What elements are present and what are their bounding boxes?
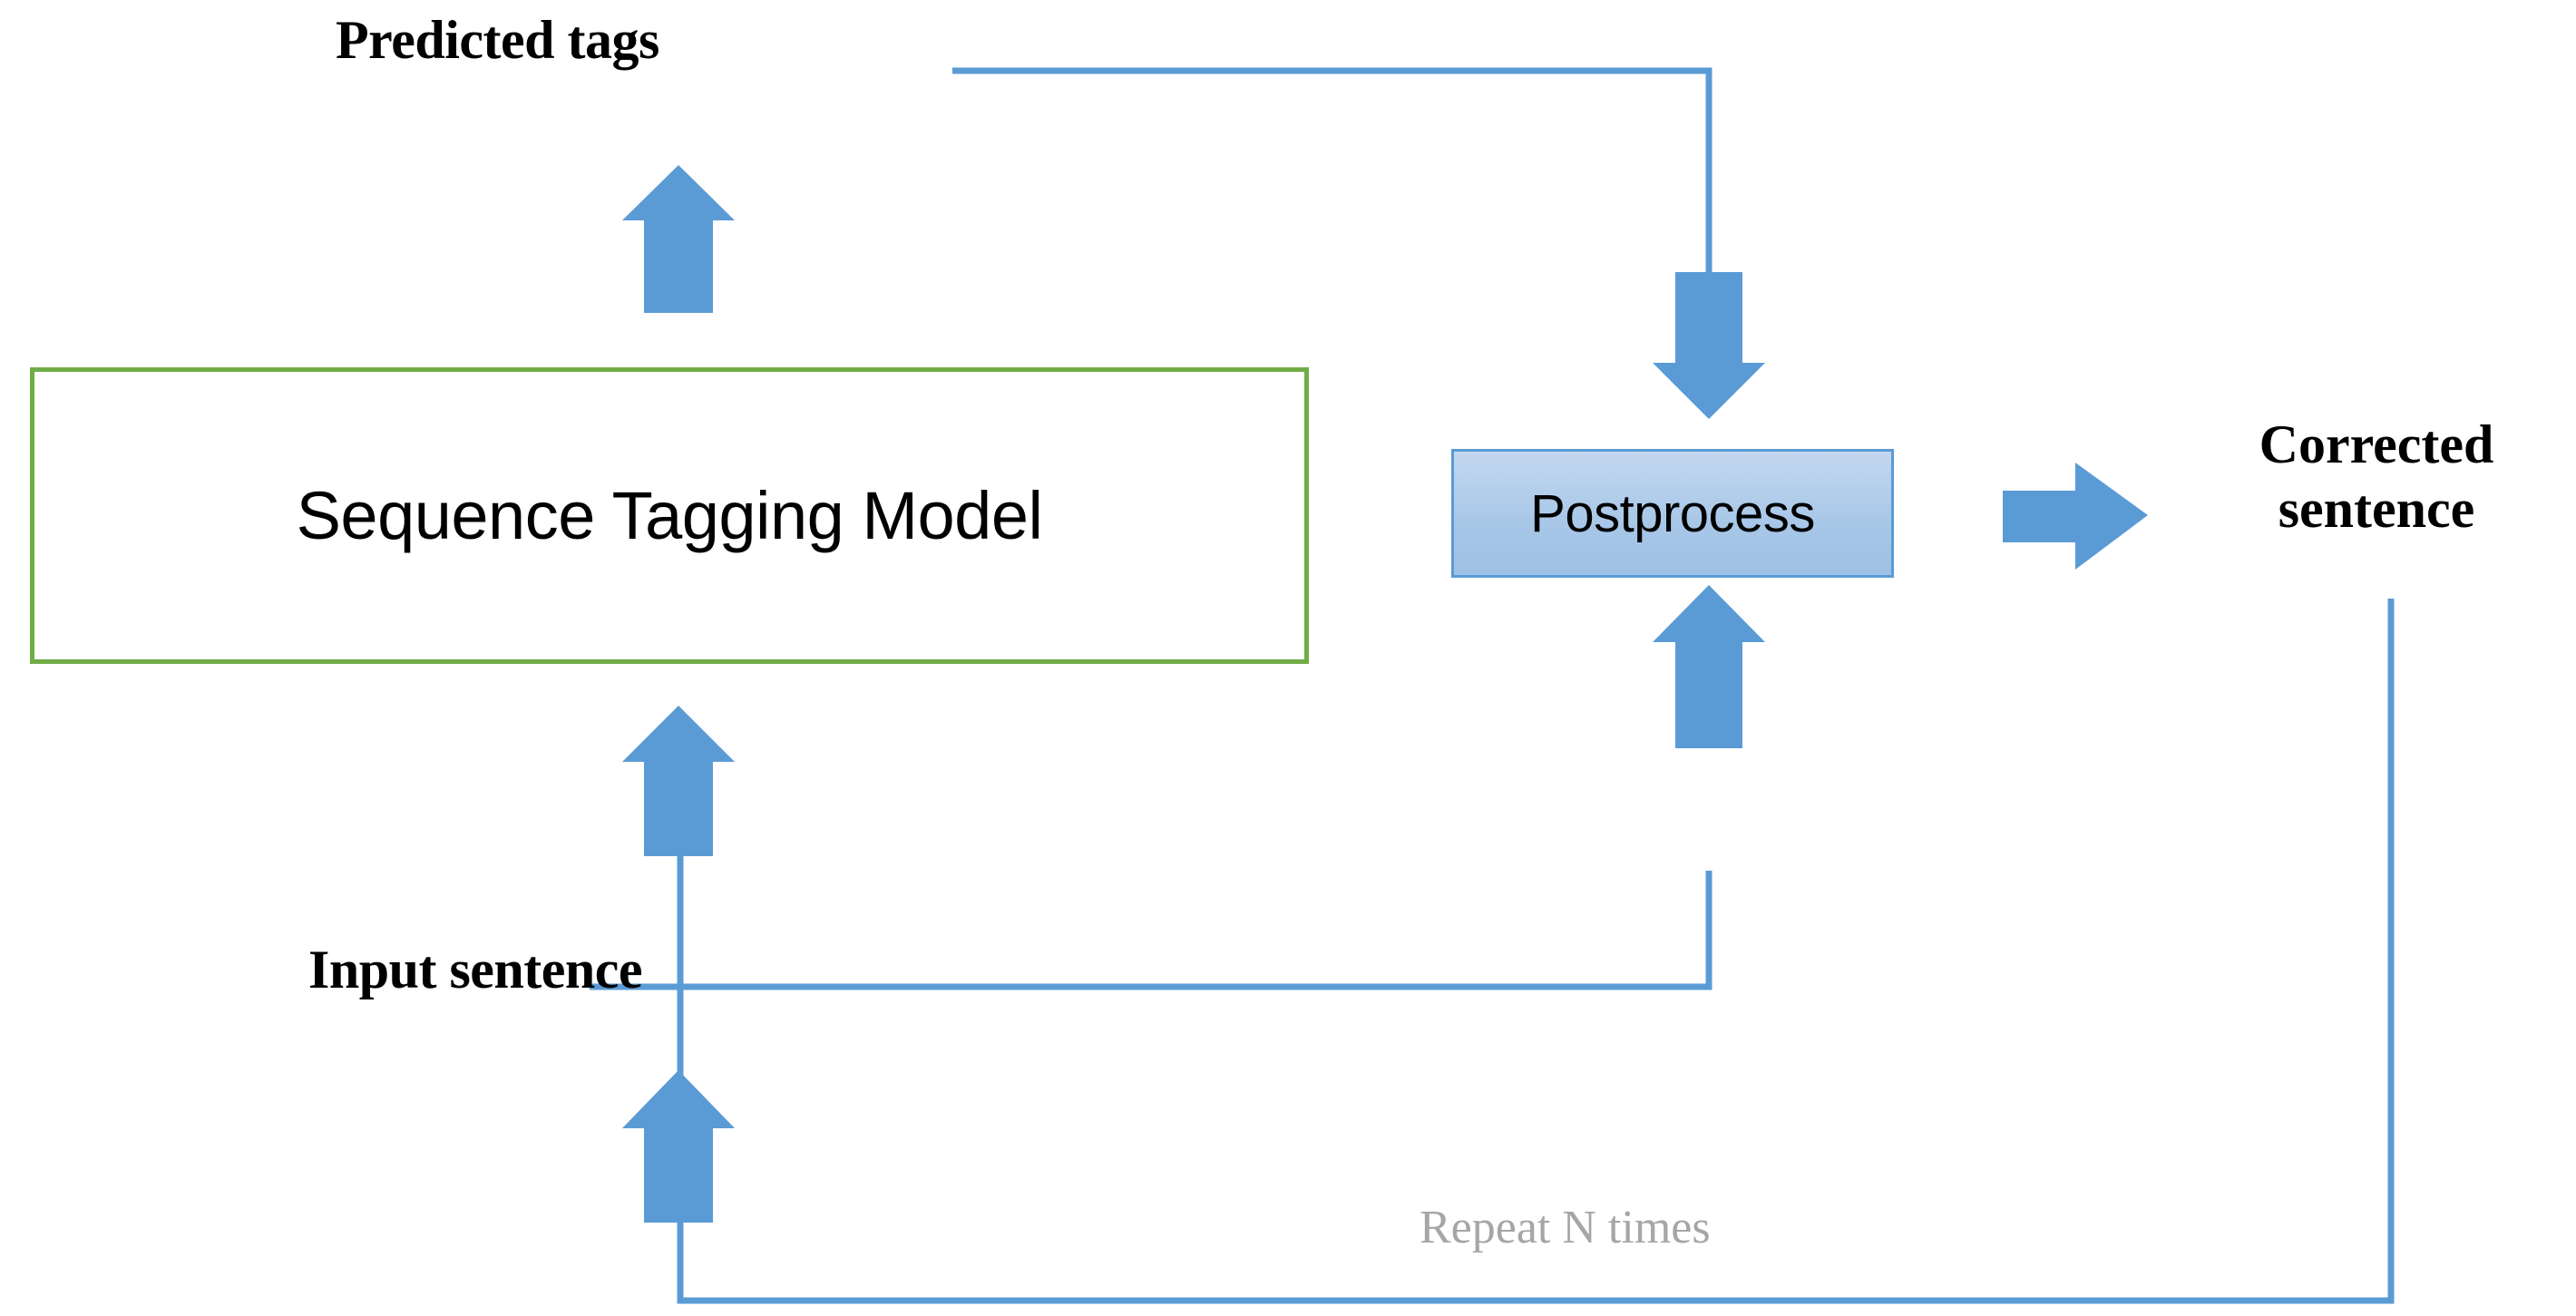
label-postprocess: Postprocess [1530, 483, 1815, 543]
label-predicted-tags: Predicted tags [336, 10, 659, 70]
arrow-down-to-postprocess-icon [1653, 272, 1765, 419]
label-input-sentence: Input sentence [308, 940, 643, 999]
arrow-up-to-predicted-tags-icon [622, 165, 735, 313]
connector-predicted-tags-to-postprocess [952, 67, 1712, 277]
box-postprocess[interactable]: Postprocess [1451, 449, 1894, 578]
box-sequence-tagging-model[interactable]: Sequence Tagging Model [30, 367, 1309, 664]
arrow-up-from-loop-icon [622, 1070, 735, 1223]
arrow-up-to-model-icon [622, 706, 735, 856]
connector-corrected-sentence-feedback-loop [677, 599, 2395, 1304]
arrow-right-to-corrected-icon [2003, 463, 2148, 570]
label-corrected-sentence: Corrected sentence [2259, 414, 2494, 539]
label-sequence-tagging-model: Sequence Tagging Model [296, 478, 1043, 553]
connector-input-sentence-to-postprocess [590, 871, 1712, 990]
arrow-up-into-postprocess-icon [1653, 585, 1765, 748]
label-repeat-n-times: Repeat N times [1420, 1202, 1711, 1253]
